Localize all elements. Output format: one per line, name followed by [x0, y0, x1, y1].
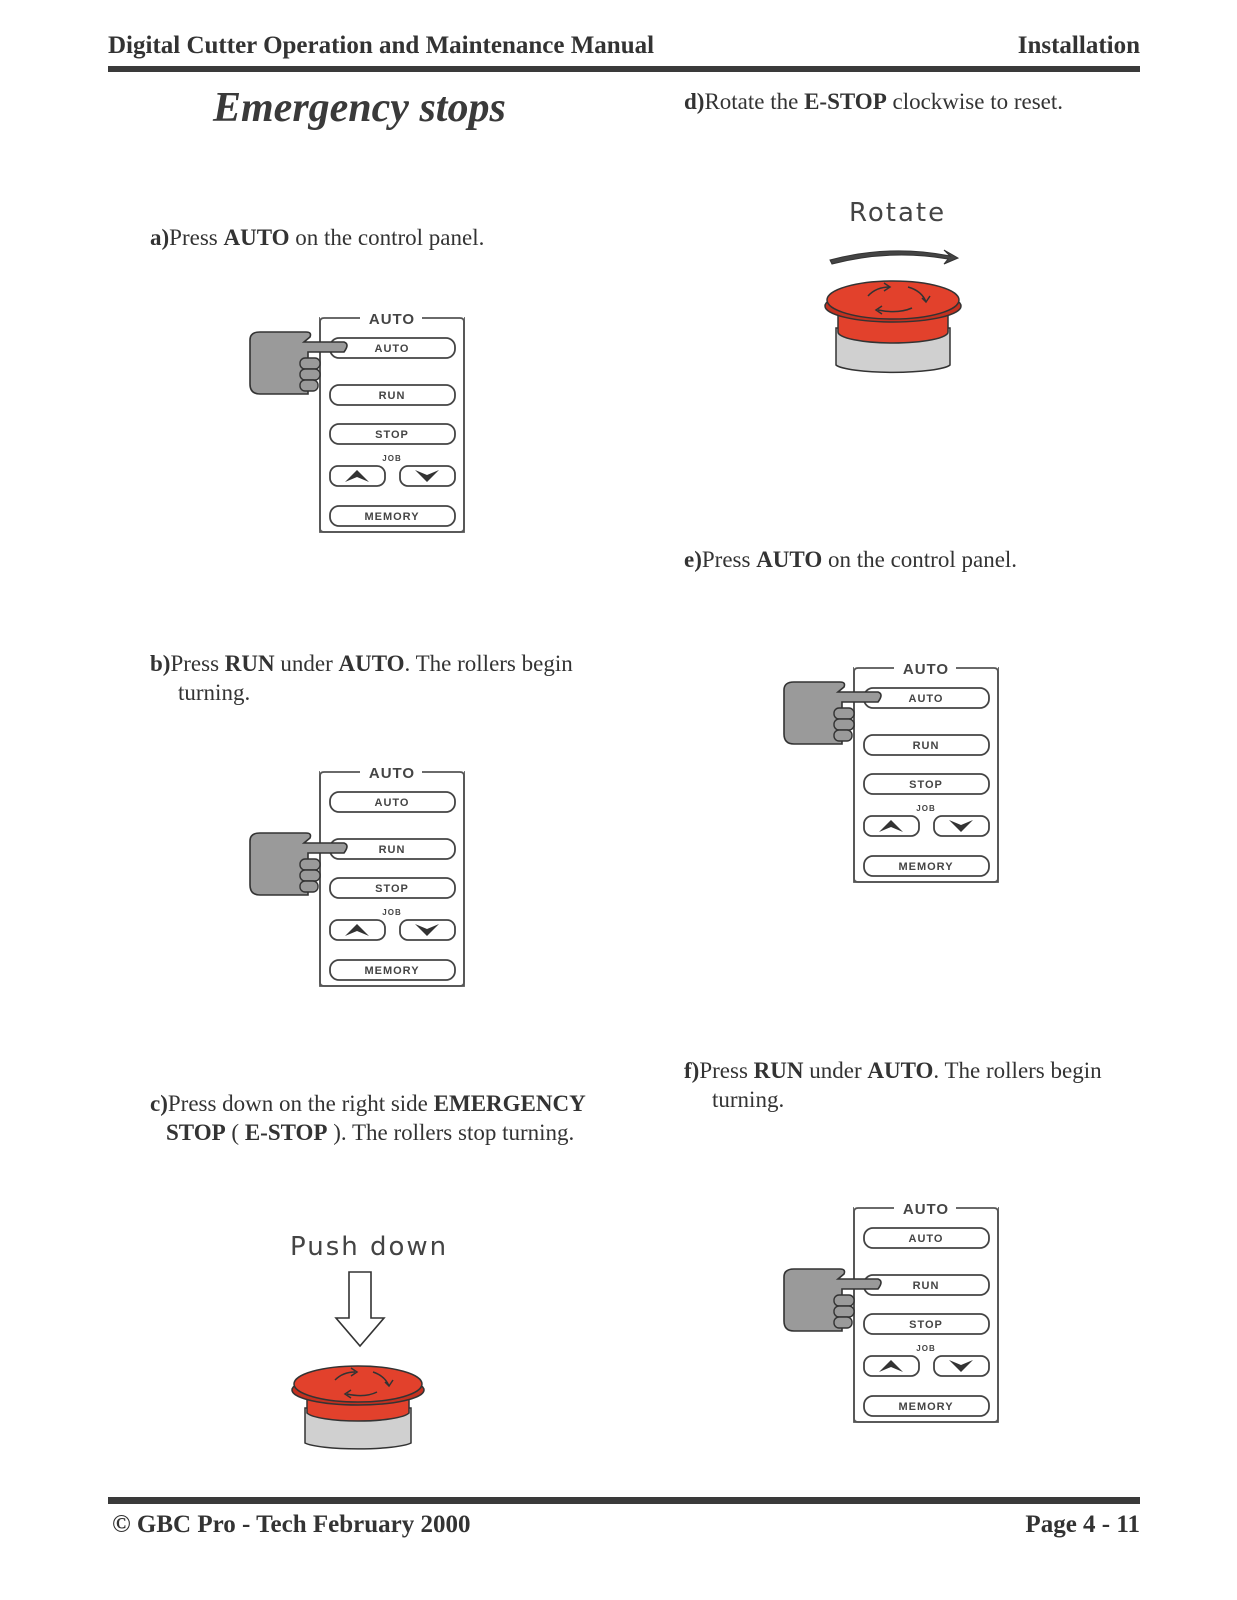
- step-e: e)Press AUTO on the control panel.: [684, 547, 1018, 572]
- header-section: Installation: [1017, 32, 1140, 59]
- page-title: Emergency stops: [213, 85, 506, 131]
- job-up-button: [329, 465, 386, 487]
- stop-button: STOP: [863, 1313, 990, 1335]
- auto-button-label: AUTO: [375, 797, 410, 809]
- panel-heading: AUTO: [903, 661, 949, 678]
- job-down-button: [399, 465, 456, 487]
- panel-heading: AUTO: [903, 1201, 949, 1218]
- pointing-hand-icon: [249, 331, 348, 395]
- stop-button-label: STOP: [375, 883, 409, 895]
- auto-button-label: AUTO: [909, 1233, 944, 1245]
- footer-page-number: Page 4 - 11: [1025, 1511, 1140, 1538]
- rotate-caption: Rotate: [849, 198, 947, 228]
- pointing-hand-icon: [249, 832, 348, 896]
- job-down-button: [933, 815, 990, 837]
- memory-button: MEMORY: [863, 855, 990, 877]
- job-label: JOB: [382, 908, 401, 917]
- memory-button-label: MEMORY: [364, 965, 419, 977]
- chevron-down-icon: [415, 470, 439, 482]
- chevron-up-icon: [345, 470, 369, 482]
- stop-button-label: STOP: [909, 1319, 943, 1331]
- job-down-button: [933, 1355, 990, 1377]
- step-f: f)Press RUN under AUTO. The rollers begi…: [684, 1058, 1102, 1112]
- estop-push-illustration: [291, 1271, 425, 1450]
- stop-button: STOP: [329, 877, 456, 899]
- pointing-hand-icon: [783, 1268, 882, 1332]
- run-button-label: RUN: [913, 1280, 940, 1292]
- memory-button: MEMORY: [329, 505, 456, 527]
- down-arrow-icon: [334, 1271, 386, 1348]
- job-label: JOB: [382, 454, 401, 463]
- chevron-down-icon: [415, 924, 439, 936]
- control-panel-illustration-e: AUTO AUTO RUN STOP JOB MEMORY: [783, 661, 999, 883]
- job-up-button: [329, 919, 386, 941]
- panel-heading: AUTO: [369, 765, 415, 782]
- run-button-label: RUN: [913, 740, 940, 752]
- estop-button-icon: [824, 280, 962, 374]
- chevron-down-icon: [949, 820, 973, 832]
- push-down-caption: Push down: [290, 1232, 449, 1262]
- job-down-button: [399, 919, 456, 941]
- memory-button-label: MEMORY: [364, 511, 419, 523]
- control-panel-illustration-a: AUTO AUTO RUN STOP JOB MEMORY: [249, 311, 465, 533]
- footer-copyright: © GBC Pro - Tech February 2000: [112, 1511, 471, 1538]
- job-up-button: [863, 815, 920, 837]
- run-button: RUN: [863, 1274, 990, 1296]
- stop-button: STOP: [863, 773, 990, 795]
- run-button: RUN: [329, 838, 456, 860]
- chevron-down-icon: [949, 1360, 973, 1372]
- step-d: d)Rotate the E-STOP clockwise to reset.: [684, 89, 1064, 114]
- job-label: JOB: [916, 1344, 935, 1353]
- control-panel-illustration-f: AUTO AUTO RUN STOP JOB MEMORY: [783, 1201, 999, 1423]
- job-up-button: [863, 1355, 920, 1377]
- header-rule: [108, 66, 1140, 72]
- pointing-hand-icon: [783, 681, 882, 745]
- memory-button-label: MEMORY: [898, 861, 953, 873]
- auto-button-label: AUTO: [909, 693, 944, 705]
- auto-button: AUTO: [329, 337, 456, 359]
- run-button: RUN: [329, 384, 456, 406]
- memory-button: MEMORY: [329, 959, 456, 981]
- step-b: b)Press RUN under AUTO. The rollers begi…: [150, 651, 573, 705]
- memory-button-label: MEMORY: [898, 1401, 953, 1413]
- run-button-label: RUN: [379, 844, 406, 856]
- step-a: a)Press AUTO on the control panel.: [150, 225, 485, 250]
- footer-rule: [108, 1497, 1140, 1504]
- auto-button: AUTO: [863, 1227, 990, 1249]
- job-label: JOB: [916, 804, 935, 813]
- stop-button-label: STOP: [375, 429, 409, 441]
- estop-rotate-illustration: [824, 249, 962, 374]
- auto-button-label: AUTO: [375, 343, 410, 355]
- panel-heading: AUTO: [369, 311, 415, 328]
- run-button-label: RUN: [379, 390, 406, 402]
- run-button: RUN: [863, 734, 990, 756]
- stop-button: STOP: [329, 423, 456, 445]
- control-panel-illustration-b: AUTO AUTO RUN STOP JOB MEMORY: [249, 765, 465, 987]
- stop-button-label: STOP: [909, 779, 943, 791]
- auto-button: AUTO: [863, 687, 990, 709]
- header-manual-title: Digital Cutter Operation and Maintenance…: [108, 32, 655, 59]
- chevron-up-icon: [345, 924, 369, 936]
- auto-button: AUTO: [329, 791, 456, 813]
- chevron-up-icon: [879, 820, 903, 832]
- rotate-arrow-icon: [829, 249, 960, 265]
- chevron-up-icon: [879, 1360, 903, 1372]
- estop-button-icon: [291, 1365, 425, 1450]
- memory-button: MEMORY: [863, 1395, 990, 1417]
- step-c: c)Press down on the right side EMERGENCY…: [150, 1091, 586, 1145]
